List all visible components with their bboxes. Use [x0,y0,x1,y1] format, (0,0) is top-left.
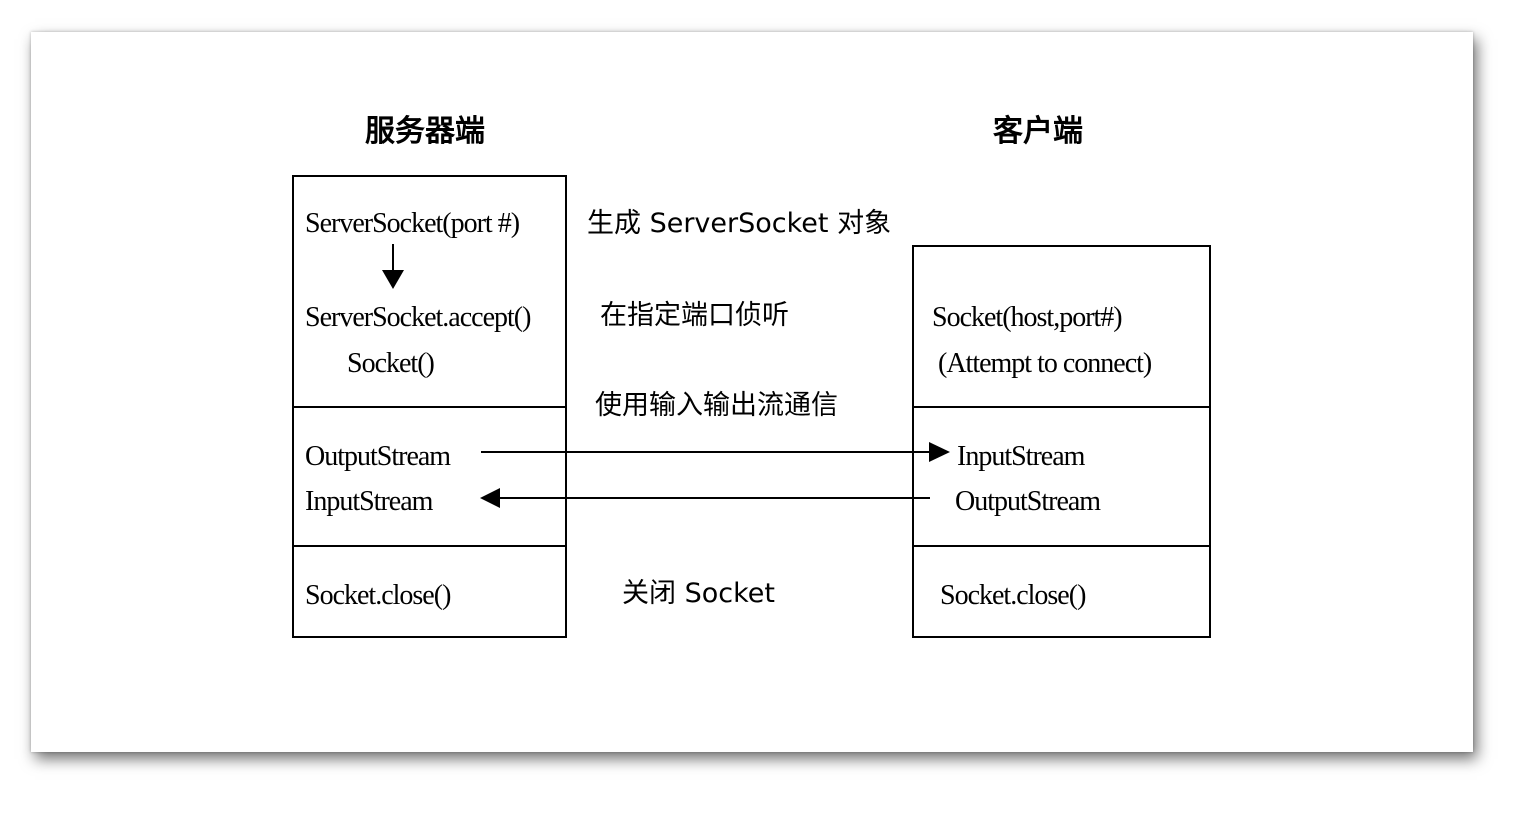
client-output-stream: OutputStream [955,486,1101,517]
server-input-stream: InputStream [305,486,434,517]
down-arrow-icon [382,270,404,289]
client-title: 客户端 [993,114,1083,149]
client-input-stream: InputStream [957,441,1086,472]
server-socket: Socket() [347,348,435,379]
server-close: Socket.close() [305,580,451,611]
step-close-socket: 关闭 Socket [622,578,775,609]
server-accept: ServerSocket.accept() [305,302,531,333]
client-box [912,245,1211,638]
client-attempt: (Attempt to connect) [938,348,1152,379]
diagram-card [31,32,1473,752]
server-output-stream: OutputStream [305,441,451,472]
server-title: 服务器端 [365,114,485,149]
arrow-right-icon [929,442,950,462]
client-create-socket: Socket(host,port#) [932,302,1122,333]
server-create-socket: ServerSocket(port #) [305,208,520,239]
arrow-left-icon [480,488,500,508]
client-close: Socket.close() [940,580,1086,611]
step-listen: 在指定端口侦听 [600,300,789,331]
step-create-object: 生成 ServerSocket 对象 [587,208,891,239]
step-communicate: 使用输入输出流通信 [595,390,838,421]
